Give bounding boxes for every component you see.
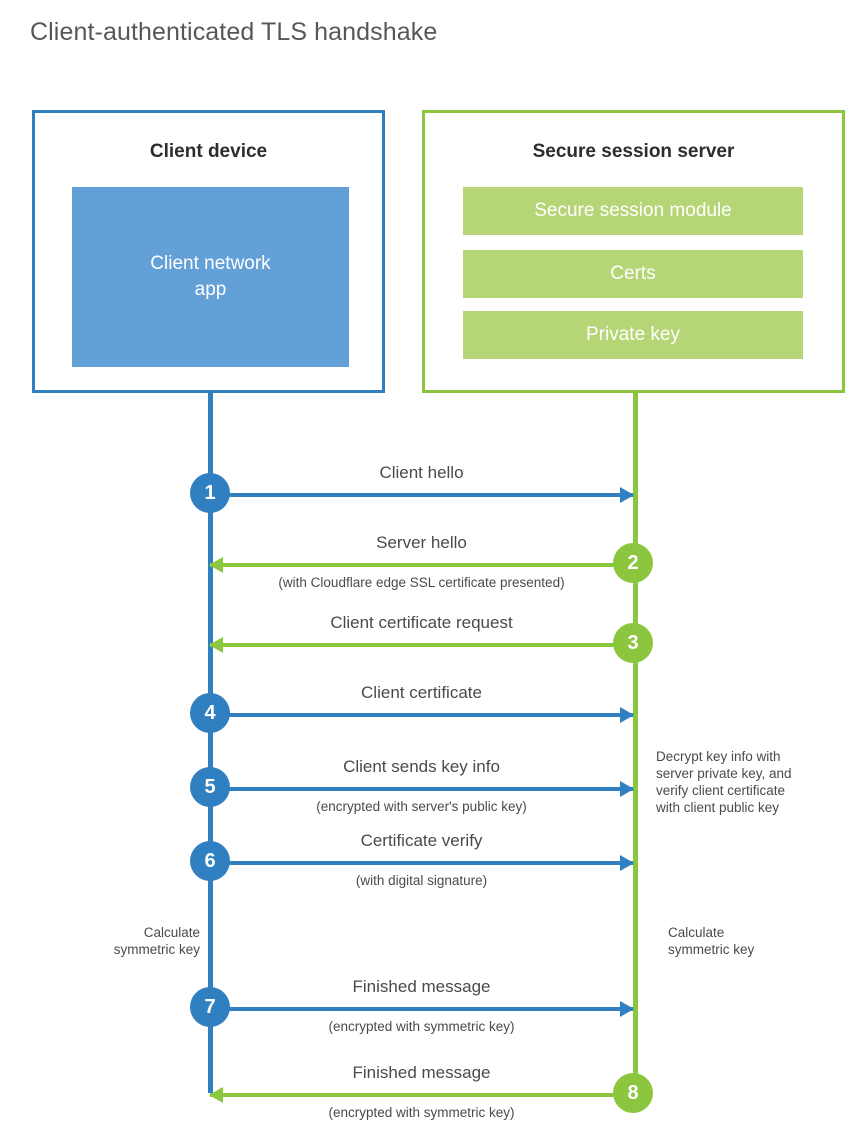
step-4-number-badge: 4 [190, 693, 230, 733]
step-5-sublabel: (encrypted with server's public key) [316, 799, 527, 814]
step-6-arrow [210, 855, 634, 871]
step-6-arrowhead-icon [620, 855, 634, 871]
step-7-sublabel: (encrypted with symmetric key) [328, 1019, 515, 1034]
step-4-label: Client certificate [361, 683, 482, 702]
step-7-label: Finished message [352, 977, 491, 996]
step-3-arrowhead-icon [209, 637, 223, 653]
step-5-number-badge: 5 [190, 767, 230, 807]
step-1-arrow [210, 487, 634, 503]
server-component-certs: Certs [463, 250, 803, 298]
step-1-label: Client hello [379, 463, 464, 482]
step-3-arrow [209, 637, 633, 653]
step-4-arrow [210, 707, 634, 723]
step-1-arrowhead-icon [620, 487, 634, 503]
server-calc-note-line1: Calculate [668, 925, 725, 940]
step-2-arrowhead-icon [209, 557, 223, 573]
step-2-arrow [209, 557, 633, 573]
step-5-arrow [210, 781, 634, 797]
client-app-label-line1: Client network [150, 253, 271, 274]
step-3-number-badge: 3 [613, 623, 653, 663]
step-3-label: Client certificate request [330, 613, 513, 632]
step-5-arrowhead-icon [620, 781, 634, 797]
secure-session-server-title: Secure session server [532, 141, 735, 162]
server-decrypt-note-line3: verify client certificate [656, 783, 786, 798]
step-6-number-badge: 6 [190, 841, 230, 881]
step-8-arrow [209, 1087, 633, 1103]
step-2-label: Server hello [376, 533, 467, 552]
step-8-number-badge: 8 [613, 1073, 653, 1113]
step-2-sublabel: (with Cloudflare edge SSL certificate pr… [278, 575, 565, 590]
step-4-arrowhead-icon [620, 707, 634, 723]
server-decrypt-note: Decrypt key info with server private key… [656, 748, 846, 816]
client-lifeline [208, 393, 213, 1093]
client-device-box: Client device Client network app [32, 110, 385, 393]
step-7-arrowhead-icon [620, 1001, 634, 1017]
step-7-arrow [210, 1001, 634, 1017]
client-app-label-line2: app [194, 279, 227, 300]
step-8-sublabel: (encrypted with symmetric key) [328, 1105, 515, 1120]
step-2-number-badge: 2 [613, 543, 653, 583]
page-title: Client-authenticated TLS handshake [30, 18, 438, 46]
step-6-label: Certificate verify [360, 831, 483, 850]
client-device-title: Client device [149, 141, 268, 162]
server-calculate-symmetric-key-note: Calculate symmetric key [668, 924, 848, 958]
server-lifeline [633, 393, 638, 1093]
server-decrypt-note-line2: server private key, and [656, 766, 792, 781]
server-component-private-key: Private key [463, 311, 803, 359]
step-8-arrowhead-icon [209, 1087, 223, 1103]
step-8-label: Finished message [352, 1063, 491, 1082]
server-decrypt-note-line1: Decrypt key info with [656, 749, 781, 764]
server-calc-note-line2: symmetric key [668, 942, 755, 957]
step-7-number-badge: 7 [190, 987, 230, 1027]
server-component-secure-session-module: Secure session module [463, 187, 803, 235]
client-calc-note-line2: symmetric key [113, 942, 200, 957]
secure-session-server-box: Secure session server Secure session mod… [422, 110, 845, 393]
client-calculate-symmetric-key-note: Calculate symmetric key [20, 924, 200, 958]
client-network-app-block: Client network app [72, 187, 349, 367]
server-decrypt-note-line4: with client public key [656, 800, 780, 815]
step-5-label: Client sends key info [343, 757, 500, 776]
step-6-sublabel: (with digital signature) [355, 873, 488, 888]
client-calc-note-line1: Calculate [143, 925, 200, 940]
step-1-number-badge: 1 [190, 473, 230, 513]
